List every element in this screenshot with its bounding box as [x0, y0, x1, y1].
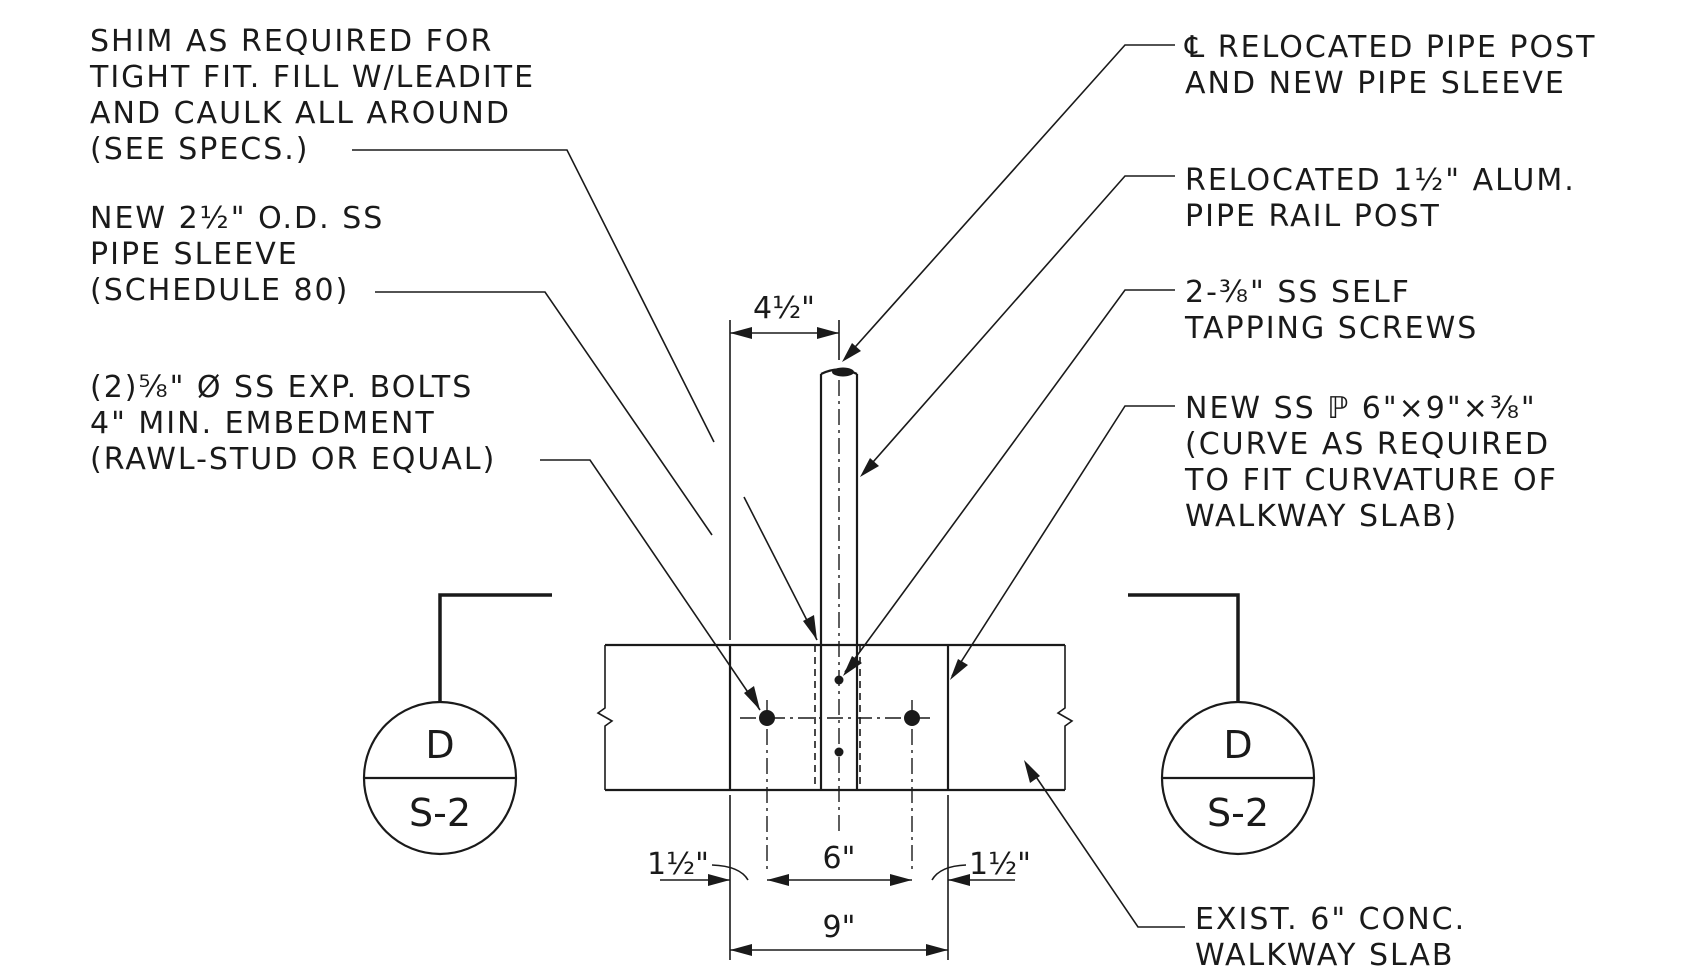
section-letter-left: D — [425, 723, 454, 767]
leader-plate-arrowhead — [950, 659, 968, 680]
note-plate-line-2: (CURVE AS REQUIRED — [1185, 427, 1550, 462]
leader-sleeve-arrow-line — [743, 496, 818, 641]
screw-top — [834, 675, 844, 685]
dim-arrow-bolt-spacing-left — [767, 874, 789, 886]
leader-slab — [1024, 760, 1185, 928]
screw-bottom — [834, 747, 844, 757]
note-sleeve-line-1: NEW 2½" O.D. SS — [90, 201, 384, 236]
note-plate: NEW SS ℙ 6"×9"×⅜" (CURVE AS REQUIRED TO … — [1184, 391, 1558, 534]
note-pipe-sleeve: NEW 2½" O.D. SS PIPE SLEEVE (SCHEDULE 80… — [90, 201, 384, 308]
exp-bolt-right — [904, 710, 920, 726]
section-cut-line-left — [438, 593, 552, 702]
leader-screws-arrowhead — [843, 656, 862, 676]
dim-text-bolt-spacing: 6" — [823, 841, 856, 876]
note-post-line-2: PIPE RAIL POST — [1185, 199, 1441, 234]
leader-screws-line — [844, 289, 1175, 673]
note-slab-line-2: WALKWAY SLAB — [1195, 938, 1455, 973]
dim-leader-edge-left — [711, 864, 749, 881]
dim-text-post-offset: 4½" — [753, 291, 815, 326]
dim-text-edge-right: 1½" — [969, 847, 1031, 882]
note-plate-line-1: NEW SS ℙ 6"×9"×⅜" — [1185, 391, 1537, 426]
exp-bolt-left — [759, 710, 775, 726]
dim-arrow-edge-left — [708, 874, 730, 886]
dimension-edge-left: 1½" — [647, 847, 749, 886]
slab-break-left — [596, 645, 614, 790]
note-bolts-line-2: 4" MIN. EMBEDMENT — [90, 406, 436, 441]
note-shim-line-4: (SEE SPECS.) — [90, 132, 310, 167]
note-centerline: ℄ RELOCATED PIPE POST AND NEW PIPE SLEEV… — [1184, 30, 1597, 101]
note-plate-line-3: TO FIT CURVATURE OF — [1184, 463, 1558, 498]
dim-arrow-post-offset-right — [817, 327, 839, 339]
leader-sleeve-arrowhead — [803, 615, 817, 640]
leader-post-arrowhead — [860, 458, 879, 477]
leader-slab-arrowhead — [1024, 760, 1040, 783]
note-plate-line-4: WALKWAY SLAB) — [1185, 499, 1458, 534]
section-cut-line-right — [1128, 593, 1240, 702]
leader-slab-line — [1027, 764, 1185, 928]
leader-screws — [843, 289, 1175, 676]
leader-centerline-arrowhead — [842, 343, 861, 362]
note-centerline-line-2: AND NEW PIPE SLEEVE — [1185, 66, 1566, 101]
dim-arrow-edge-right — [948, 874, 970, 886]
note-screws: 2-⅜" SS SELF TAPPING SCREWS — [1184, 275, 1478, 346]
leader-bolts-arrowhead — [744, 686, 760, 710]
section-cut-right: D S-2 — [1128, 593, 1316, 856]
leader-sleeve-line — [375, 291, 713, 536]
section-sheet-left: S-2 — [409, 791, 471, 835]
note-slab: EXIST. 6" CONC. WALKWAY SLAB — [1195, 902, 1466, 973]
dimension-post-offset: 4½" — [729, 291, 840, 640]
leader-centerline — [842, 44, 1175, 362]
note-shim-line-3: AND CAULK ALL AROUND — [90, 96, 511, 131]
note-bolts-line-3: (RAWL-STUD OR EQUAL) — [90, 442, 496, 477]
dim-arrow-plate-width-right — [926, 944, 948, 956]
note-bolts-line-1: (2)⅝" Ø SS EXP. BOLTS — [90, 370, 473, 405]
leader-plate-line — [951, 405, 1175, 677]
note-post-line-1: RELOCATED 1½" ALUM. — [1185, 163, 1576, 198]
dim-text-edge-left: 1½" — [647, 847, 709, 882]
note-centerline-line-1: ℄ RELOCATED PIPE POST — [1184, 30, 1597, 65]
note-screws-line-1: 2-⅜" SS SELF — [1185, 275, 1411, 310]
dim-arrow-bolt-spacing-right — [890, 874, 912, 886]
leader-shim — [352, 149, 715, 443]
note-slab-line-1: EXIST. 6" CONC. — [1195, 902, 1466, 937]
leader-bolts — [540, 459, 761, 711]
dim-arrow-post-offset-left — [730, 327, 752, 339]
dimension-edge-right: 1½" — [931, 847, 1031, 886]
note-sleeve-line-3: (SCHEDULE 80) — [90, 273, 349, 308]
leader-plate — [950, 405, 1175, 680]
section-cut-left: D S-2 — [362, 593, 552, 856]
leader-post — [860, 175, 1175, 477]
note-shim: SHIM AS REQUIRED FOR TIGHT FIT. FILL W/L… — [89, 24, 535, 167]
leader-post-line — [865, 175, 1175, 471]
dimension-bolt-spacing: 6" — [767, 841, 912, 886]
leader-bolts-line — [540, 459, 761, 711]
slab-break-right — [1056, 645, 1074, 790]
dim-text-plate-width: 9" — [823, 910, 856, 945]
dim-arrow-plate-width-left — [730, 944, 752, 956]
leader-shim-line — [352, 149, 715, 443]
note-sleeve-line-2: PIPE SLEEVE — [90, 237, 299, 272]
note-screws-line-2: TAPPING SCREWS — [1184, 311, 1478, 346]
leader-sleeve — [375, 291, 818, 641]
leader-centerline-line — [847, 44, 1175, 356]
note-shim-line-1: SHIM AS REQUIRED FOR — [90, 24, 493, 59]
section-letter-right: D — [1223, 723, 1252, 767]
pipe-rail-post — [819, 367, 859, 790]
note-exp-bolts: (2)⅝" Ø SS EXP. BOLTS 4" MIN. EMBEDMENT … — [90, 370, 496, 477]
walkway-slab — [596, 643, 1074, 792]
ss-plate — [728, 645, 950, 790]
post-top-fill — [832, 367, 854, 377]
note-pipe-rail-post: RELOCATED 1½" ALUM. PIPE RAIL POST — [1185, 163, 1576, 234]
dimension-plate-width: 9" — [730, 910, 948, 956]
note-shim-line-2: TIGHT FIT. FILL W/LEADITE — [89, 60, 535, 95]
section-sheet-right: S-2 — [1207, 791, 1269, 835]
dim-leader-edge-right — [931, 864, 967, 881]
